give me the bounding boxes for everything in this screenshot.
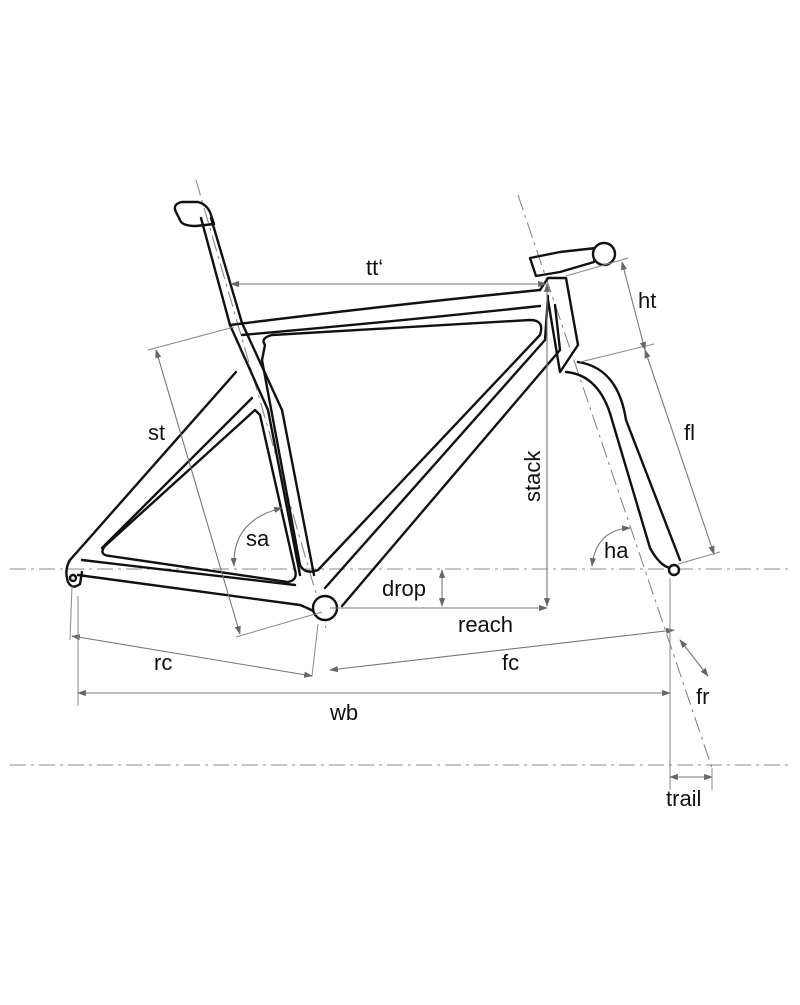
seat-stay [68, 370, 254, 562]
label-trail: trail [666, 786, 701, 811]
dimensions [69, 257, 721, 790]
rc-dimension [71, 634, 313, 678]
st-extension-bottom [235, 611, 323, 638]
fork [564, 360, 682, 570]
ht-extension-top [565, 257, 629, 277]
fc-dimension [329, 627, 675, 673]
st-extension-top [147, 326, 235, 351]
stem [528, 246, 598, 278]
label-rc: rc [154, 650, 172, 675]
label-reach: reach [458, 612, 513, 637]
ht-dimension [621, 261, 646, 351]
label-sa: sa [246, 526, 270, 551]
label-ha: ha [604, 538, 629, 563]
dimension-labels: tt‘ ht st fl stack sa ha drop reach rc f… [148, 255, 709, 811]
seatpost [199, 216, 244, 327]
rear-axle [68, 573, 78, 583]
seat-tube-axis [195, 179, 327, 629]
ha-angle-arc [589, 525, 631, 567]
label-fl: fl [684, 420, 695, 445]
label-ht: ht [638, 288, 656, 313]
label-fr: fr [696, 684, 709, 709]
label-tt: tt‘ [366, 255, 383, 280]
label-fc: fc [502, 650, 519, 675]
top-tube [228, 288, 542, 337]
saddle-clamp [173, 200, 216, 228]
rc-extension-bb [311, 623, 319, 677]
label-drop: drop [382, 576, 426, 601]
sa-angle-arc [230, 506, 283, 567]
head-tube [538, 276, 580, 374]
reference-lines [10, 179, 790, 769]
label-wb: wb [329, 700, 358, 725]
ht-extension-bottom [579, 343, 655, 363]
main-triangle-window [260, 318, 543, 573]
rc-extension-rear [69, 585, 73, 641]
handlebar-clamp [591, 241, 617, 267]
rear-triangle-window [101, 408, 297, 584]
label-stack: stack [520, 450, 545, 502]
fr-dimension [679, 639, 709, 677]
fl-dimension [644, 349, 715, 555]
front-axle [667, 563, 681, 577]
st-dimension [155, 349, 241, 635]
seat-tube [228, 321, 316, 577]
label-st: st [148, 420, 165, 445]
rear-dropout [65, 558, 84, 588]
